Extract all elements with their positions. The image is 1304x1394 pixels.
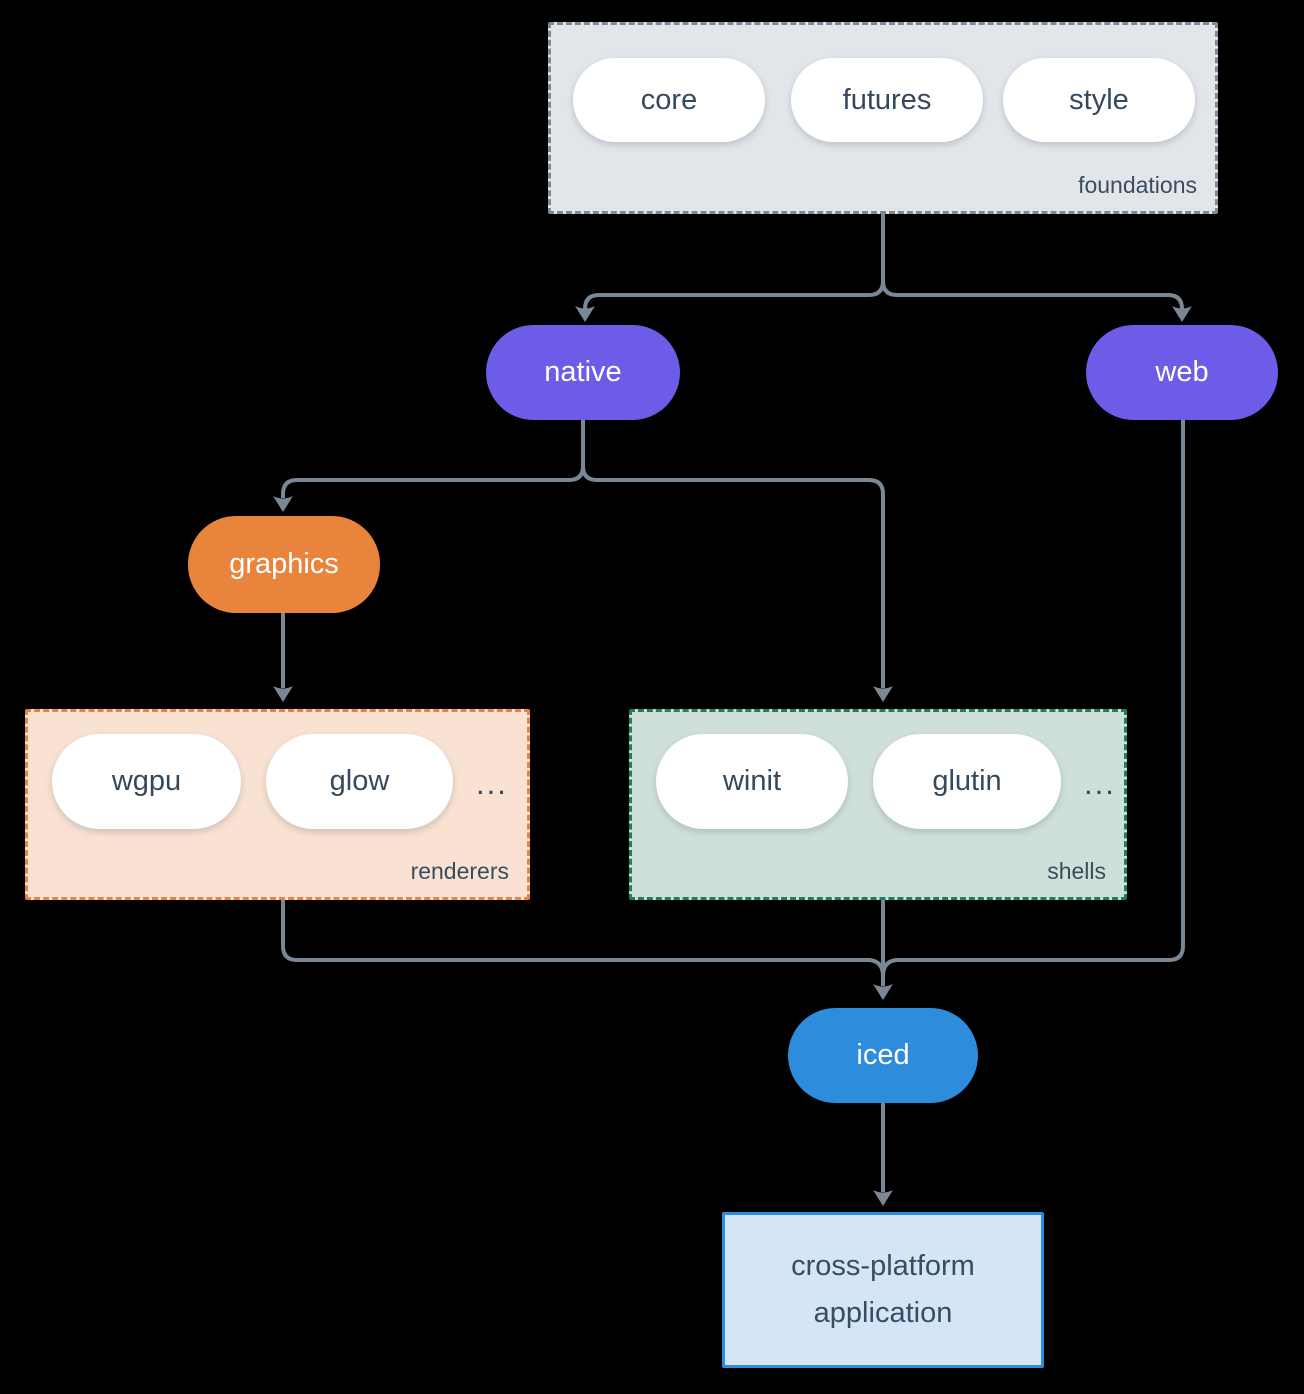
- edge-renderers-iced: [281, 898, 885, 977]
- edge-native-graphics: [281, 420, 585, 498]
- renderers-ellipsis: ...: [476, 766, 508, 801]
- node-iced: iced: [788, 1008, 978, 1103]
- arrowhead-graphics: [273, 496, 293, 512]
- arrowhead-shells: [873, 686, 893, 702]
- group-renderers: wgpu glow ... renderers: [25, 709, 530, 900]
- arrowhead-iced: [873, 984, 893, 1000]
- edge-foundations-native: [583, 213, 885, 314]
- node-winit: winit: [656, 734, 848, 829]
- arrowhead-application: [873, 1190, 893, 1206]
- node-style: style: [1003, 58, 1195, 142]
- application-label: cross-platform application: [791, 1250, 975, 1329]
- node-native: native: [486, 325, 680, 420]
- node-wgpu: wgpu: [52, 734, 241, 829]
- node-futures: futures: [791, 58, 983, 142]
- arrowhead-native: [575, 306, 595, 322]
- node-glutin: glutin: [873, 734, 1061, 829]
- group-label-foundations: foundations: [1078, 172, 1197, 198]
- group-foundations: core futures style foundations: [548, 22, 1218, 214]
- node-graphics: graphics: [188, 516, 380, 613]
- group-label-shells: shells: [1047, 858, 1106, 884]
- arrowhead-renderers: [273, 686, 293, 702]
- node-web: web: [1086, 325, 1278, 420]
- edge-native-shells: [581, 465, 885, 688]
- arrowhead-web: [1172, 306, 1192, 322]
- group-shells: winit glutin ... shells: [629, 709, 1127, 900]
- node-glow: glow: [266, 734, 453, 829]
- group-label-renderers: renderers: [410, 858, 509, 884]
- shells-ellipsis: ...: [1084, 766, 1116, 801]
- node-core: core: [573, 58, 765, 142]
- edge-foundations-web: [881, 280, 1184, 314]
- node-cross-platform-application: cross-platform application: [722, 1212, 1044, 1368]
